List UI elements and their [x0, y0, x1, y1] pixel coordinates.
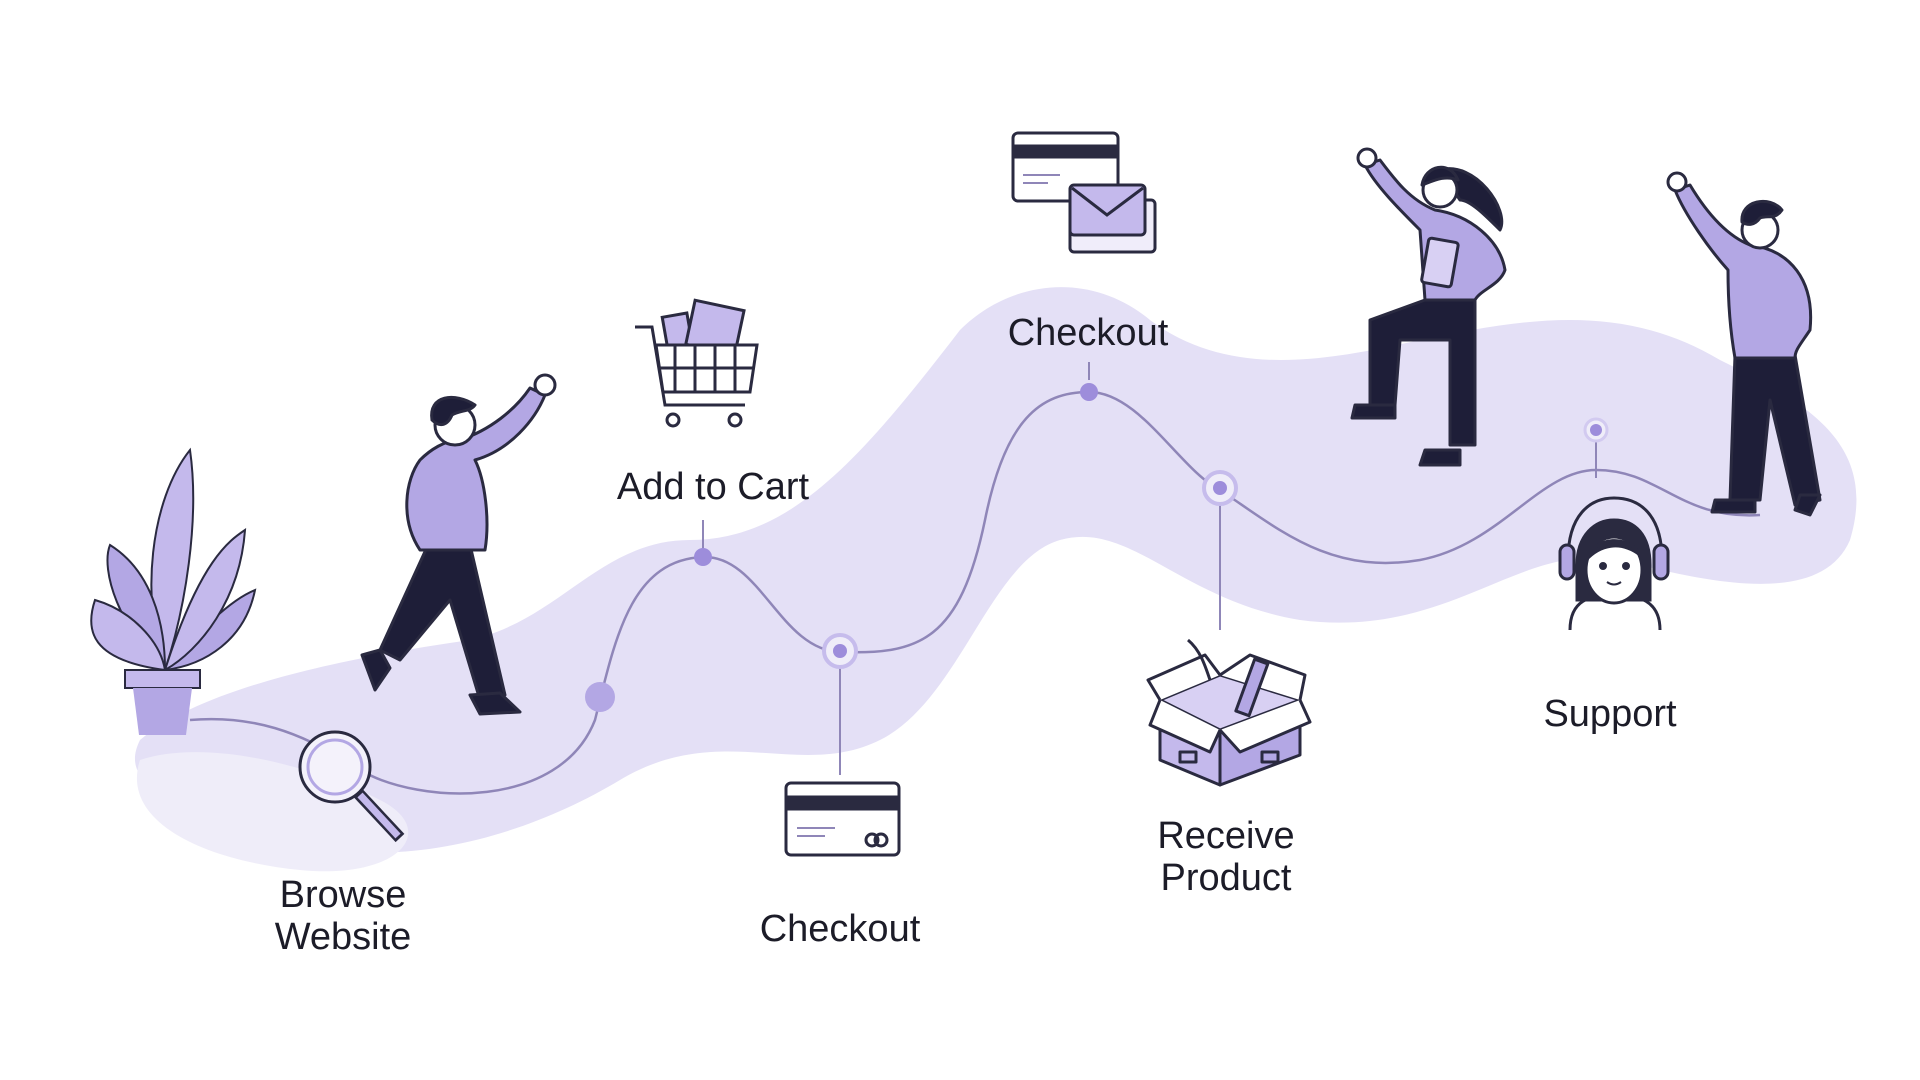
plant-icon	[90, 447, 257, 735]
shopping-cart-icon	[635, 298, 759, 428]
credit-card-icon	[784, 781, 901, 857]
stage-label-browse-website: Browse Website	[275, 874, 412, 958]
journey-band-shadow	[136, 752, 409, 872]
milestone-ring-dot	[822, 633, 858, 669]
journey-path-line	[189, 390, 1761, 795]
browse-line-2: Website	[274, 916, 412, 958]
waving-man-figure	[1666, 171, 1822, 517]
milestone-dot	[1080, 383, 1098, 401]
stage-label-checkout-card: Checkout	[759, 908, 921, 950]
walking-man-figure	[360, 373, 557, 716]
stage-label-checkout-email: Checkout	[1007, 312, 1169, 354]
stage-label-support: Support	[1543, 693, 1677, 735]
milestone-dot	[694, 548, 712, 566]
milestone-dot	[585, 682, 615, 712]
stage-label-add-to-cart: Add to Cart	[616, 466, 810, 508]
milestone-ring-dot	[1583, 417, 1609, 443]
receive-line-1: Receive	[1157, 815, 1295, 857]
open-box-icon	[1146, 638, 1312, 787]
woman-figure	[1350, 147, 1507, 467]
receive-line-2: Product	[1160, 857, 1292, 899]
journey-band	[134, 287, 1857, 853]
milestone-ring-dot	[1202, 470, 1238, 506]
browse-line-1: Browse	[279, 874, 407, 916]
magnifier-icon	[298, 730, 405, 843]
headset-agent-icon	[1558, 496, 1670, 631]
card-and-envelope-icon	[1011, 131, 1157, 254]
stage-label-receive-product: Receive Product	[1157, 815, 1294, 899]
